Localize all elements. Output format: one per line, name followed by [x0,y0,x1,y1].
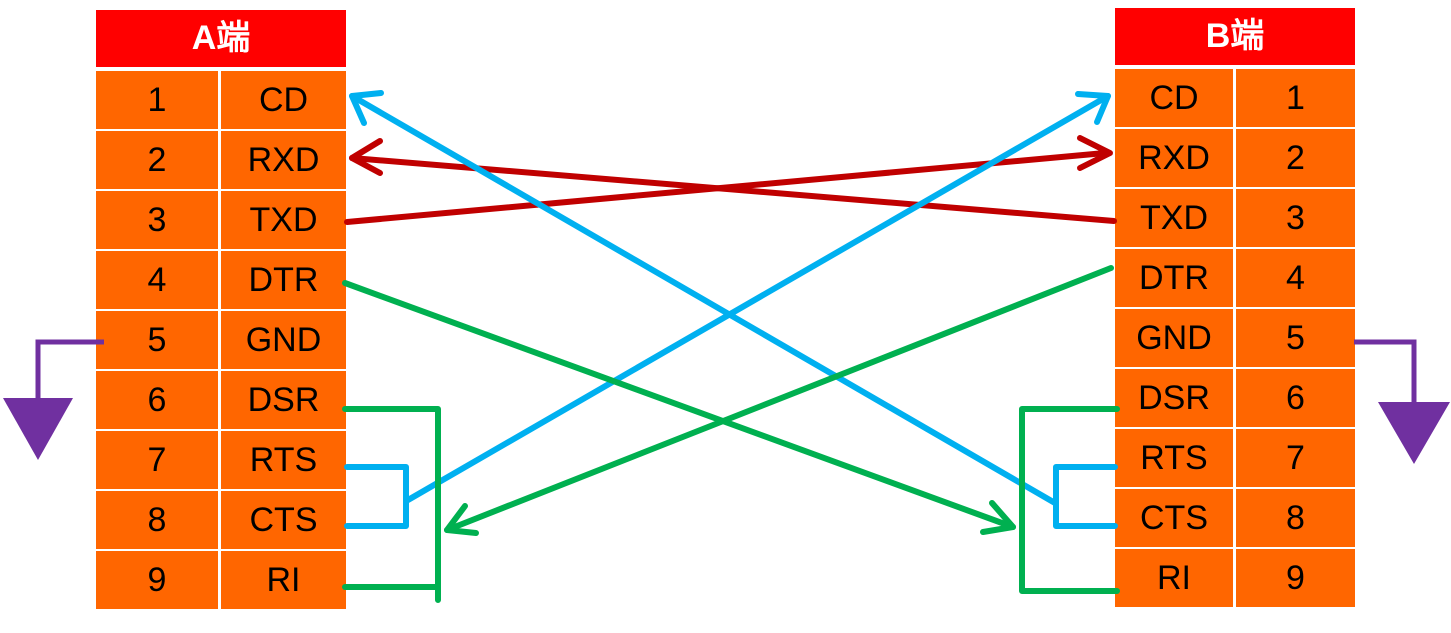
pin-number: 4 [96,251,218,309]
pin-number: 8 [1236,489,1355,547]
pin-number: 2 [1236,129,1355,187]
pin-name: RTS [1115,429,1233,487]
pin-name: RI [221,551,346,609]
bracket-a-dsr-ri [342,406,441,603]
pin-number: 3 [96,191,218,249]
wire-a-dtr-to-b-dsr-ri [342,280,1016,530]
pin-name: CTS [221,491,346,549]
bracket-b-dsr-ri [1019,406,1120,594]
pin-number: 6 [1236,369,1355,427]
ground-icon-b [1378,402,1450,464]
pin-number: 3 [1236,189,1355,247]
ground-icon-a [3,398,73,460]
pin-number: 8 [96,491,218,549]
pin-name: GND [221,311,346,369]
connector-a-title: A端 [96,10,346,67]
arrowhead-b-rxd [1077,135,1113,171]
pin-name: GND [1115,309,1233,367]
loop-b-rts-cts [1053,464,1118,529]
pin-name: DSR [221,371,346,429]
arrowhead-a-rxd [349,138,383,176]
pin-number: 6 [96,371,218,429]
loop-a-rts-cts [344,464,409,529]
pin-number: 5 [1236,309,1355,367]
arrowhead-a-dsr-ri [444,503,479,536]
pin-name: DTR [221,251,346,309]
pin-name: TXD [1115,189,1233,247]
pin-name: RTS [221,431,346,489]
wire-b-rts-cts-to-a-cd [349,93,1058,506]
pin-name: CTS [1115,489,1233,547]
ground-wire-b [1354,339,1417,405]
pin-number: 7 [1236,429,1355,487]
pin-number: 7 [96,431,218,489]
pin-name: TXD [221,191,346,249]
pin-name: CD [1115,69,1233,127]
pin-number: 1 [1236,69,1355,127]
pin-name: RXD [1115,129,1233,187]
connector-b-title: B端 [1115,8,1355,65]
pin-number: 2 [96,131,218,189]
pin-name: RI [1115,549,1233,607]
arrowhead-b-cd [1075,91,1111,125]
pin-name: CD [221,71,346,129]
pin-number: 1 [96,71,218,129]
pin-number: 4 [1236,249,1355,307]
pin-number: 9 [96,551,218,609]
pin-name: RXD [221,131,346,189]
wire-a-rts-cts-to-b-cd [405,93,1111,503]
pin-number: 9 [1236,549,1355,607]
arrowhead-a-cd [349,90,384,126]
wire-b-dtr-to-a-dsr-ri [444,265,1114,533]
pin-name: DSR [1115,369,1233,427]
ground-wire-a [35,339,104,402]
arrowhead-b-dsr-ri [980,500,1016,535]
pin-name: DTR [1115,249,1233,307]
pin-number: 5 [96,311,218,369]
